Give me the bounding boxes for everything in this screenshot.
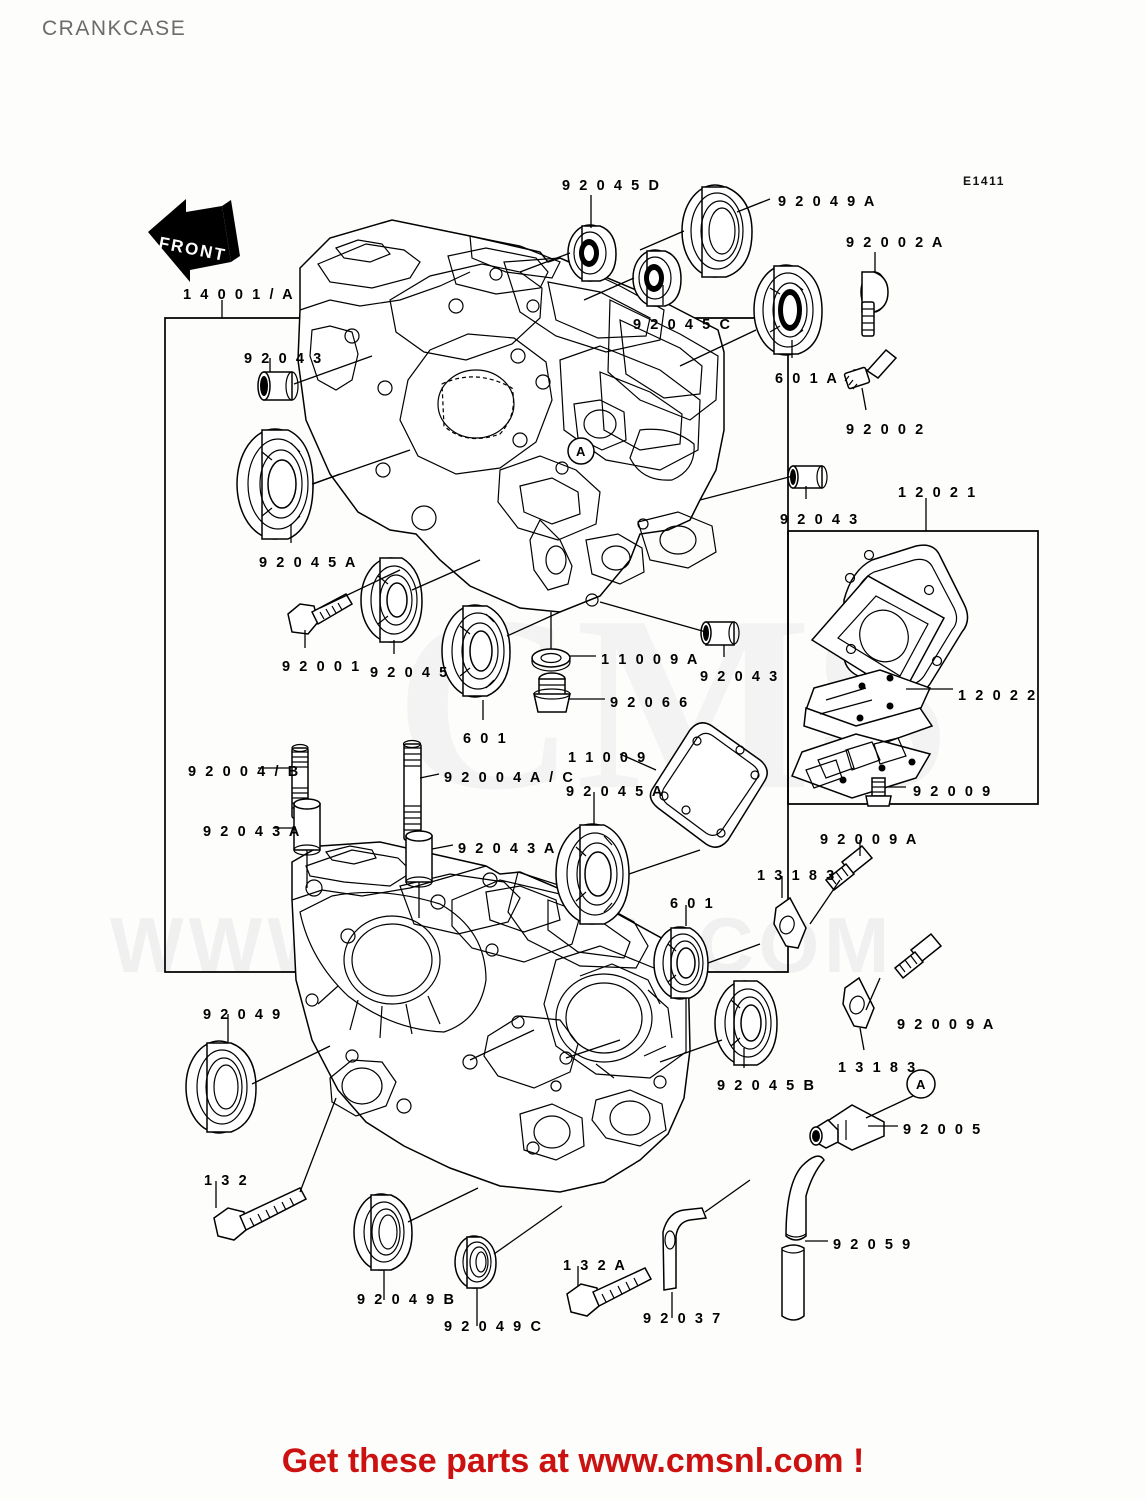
part-92001-bolt bbox=[288, 594, 352, 634]
upper-crankcase-half: A bbox=[298, 220, 724, 612]
part-92045D-bearing bbox=[568, 225, 616, 281]
part-label-92004A-C: 9 2 0 0 4 A / C bbox=[444, 770, 576, 786]
inset-box-12021 bbox=[788, 531, 1038, 804]
part-label-92005: 9 2 0 0 5 bbox=[903, 1122, 983, 1138]
part-label-601-2: 6 0 1 bbox=[670, 896, 716, 912]
part-label-601-1: 6 0 1 bbox=[463, 731, 509, 747]
part-label-601A: 6 0 1 A bbox=[775, 371, 840, 387]
part-label-92049B: 9 2 0 4 9 B bbox=[357, 1292, 457, 1308]
part-11009-gasket bbox=[650, 723, 767, 847]
part-92009A-screw-1 bbox=[826, 846, 872, 890]
part-label-92049C: 9 2 0 4 9 C bbox=[444, 1319, 544, 1335]
svg-text:A: A bbox=[916, 1077, 926, 1092]
part-label-92045A-1: 9 2 0 4 5 A bbox=[259, 555, 358, 571]
part-label-92009: 9 2 0 0 9 bbox=[913, 784, 993, 800]
part-label-92043A-2: 9 2 0 4 3 A bbox=[458, 841, 557, 857]
part-92045B-bearing bbox=[715, 981, 777, 1065]
part-92009A-screw-2 bbox=[895, 934, 941, 978]
part-label-132A: 1 3 2 A bbox=[563, 1258, 628, 1274]
part-label-92043-1: 9 2 0 4 3 bbox=[244, 351, 324, 367]
part-label-92009A-2: 9 2 0 0 9 A bbox=[897, 1017, 996, 1033]
part-label-14001-A: 1 4 0 0 1 / A bbox=[183, 287, 296, 303]
part-label-11009: 1 1 0 0 9 bbox=[568, 750, 648, 766]
part-92043A-dowel-2 bbox=[406, 831, 432, 887]
part-label-92045A-2: 9 2 0 4 5 A bbox=[566, 784, 665, 800]
reed-valve-assembly bbox=[792, 545, 968, 806]
part-label-92043-3: 9 2 0 4 3 bbox=[700, 669, 780, 685]
part-13183-clamp-1 bbox=[774, 898, 806, 948]
part-11009A-washer bbox=[532, 649, 570, 671]
part-92005-nipple: A bbox=[810, 1070, 935, 1150]
part-label-92004-B: 9 2 0 0 4 / B bbox=[188, 764, 301, 780]
part-92045C-bearing bbox=[633, 250, 681, 306]
part-92059-hose bbox=[782, 1156, 824, 1320]
part-label-92066: 9 2 0 6 6 bbox=[610, 695, 690, 711]
part-label-11009A: 1 1 0 0 9 A bbox=[601, 652, 700, 668]
page-title: CRANKCASE bbox=[42, 17, 187, 40]
part-92049-oil-seal bbox=[186, 1041, 256, 1133]
part-label-92002A: 9 2 0 0 2 A bbox=[846, 235, 945, 251]
part-label-92037: 9 2 0 3 7 bbox=[643, 1311, 723, 1327]
part-label-92059: 9 2 0 5 9 bbox=[833, 1237, 913, 1253]
svg-text:A: A bbox=[576, 444, 586, 459]
part-label-92045B: 9 2 0 4 5 B bbox=[717, 1078, 817, 1094]
part-92043-dowel-2 bbox=[788, 466, 827, 488]
part-92043-dowel-1 bbox=[258, 372, 298, 400]
front-arrow-icon: FRONT bbox=[148, 199, 240, 282]
part-label-92049A: 9 2 0 4 9 A bbox=[778, 194, 877, 210]
part-label-12021: 1 2 0 2 1 bbox=[898, 485, 978, 501]
part-label-92045D: 9 2 0 4 5 D bbox=[562, 178, 662, 194]
part-92049C-oil-seal bbox=[455, 1236, 496, 1288]
part-label-92045C: 9 2 0 4 5 C bbox=[633, 317, 733, 333]
lower-crankcase-half bbox=[292, 842, 690, 1192]
part-92002-sensor bbox=[844, 350, 896, 389]
part-92045-bearing bbox=[361, 558, 422, 642]
part-92066-plug bbox=[534, 673, 570, 712]
footer-promo: Get these parts at www.cmsnl.com ! bbox=[281, 1442, 865, 1480]
part-92002A-screw bbox=[861, 272, 888, 336]
part-label-92002: 9 2 0 0 2 bbox=[846, 422, 926, 438]
part-601-bearing-1 bbox=[442, 605, 510, 697]
part-label-13183-1: 1 3 1 8 3 bbox=[757, 868, 837, 884]
part-601-bearing-2 bbox=[654, 927, 708, 999]
part-label-12022: 1 2 0 2 2 bbox=[958, 688, 1038, 704]
part-92004AC-stud bbox=[404, 741, 422, 841]
part-132-bolt bbox=[214, 1188, 306, 1240]
part-92049A-oil-seal bbox=[682, 185, 752, 277]
part-label-92043A-1: 9 2 0 4 3 A bbox=[203, 824, 302, 840]
section-marker-a-lower bbox=[907, 1070, 935, 1098]
part-92037-clamp bbox=[663, 1208, 706, 1290]
part-92049B-oil-seal bbox=[354, 1194, 412, 1270]
part-label-13183-2: 1 3 1 8 3 bbox=[838, 1060, 918, 1076]
part-label-92045: 9 2 0 4 5 bbox=[370, 665, 450, 681]
part-132A-bolt bbox=[567, 1268, 651, 1316]
part-label-92001: 9 2 0 0 1 bbox=[282, 659, 362, 675]
part-13183-clamp-2 bbox=[843, 978, 874, 1028]
part-label-132: 1 3 2 bbox=[204, 1173, 250, 1189]
part-92045A-bearing-1 bbox=[237, 429, 313, 539]
part-label-92049: 9 2 0 4 9 bbox=[203, 1007, 283, 1023]
part-label-92043-2: 9 2 0 4 3 bbox=[780, 512, 860, 528]
section-marker-a-upper bbox=[568, 438, 594, 464]
part-92043-dowel-3 bbox=[701, 622, 739, 645]
part-601A-bearing bbox=[754, 265, 822, 355]
part-92045A-bearing-2 bbox=[556, 824, 629, 924]
leader-lines bbox=[216, 195, 953, 1326]
sheet-code: E1411 bbox=[963, 174, 1006, 188]
part-label-92009A-1: 9 2 0 0 9 A bbox=[820, 832, 919, 848]
